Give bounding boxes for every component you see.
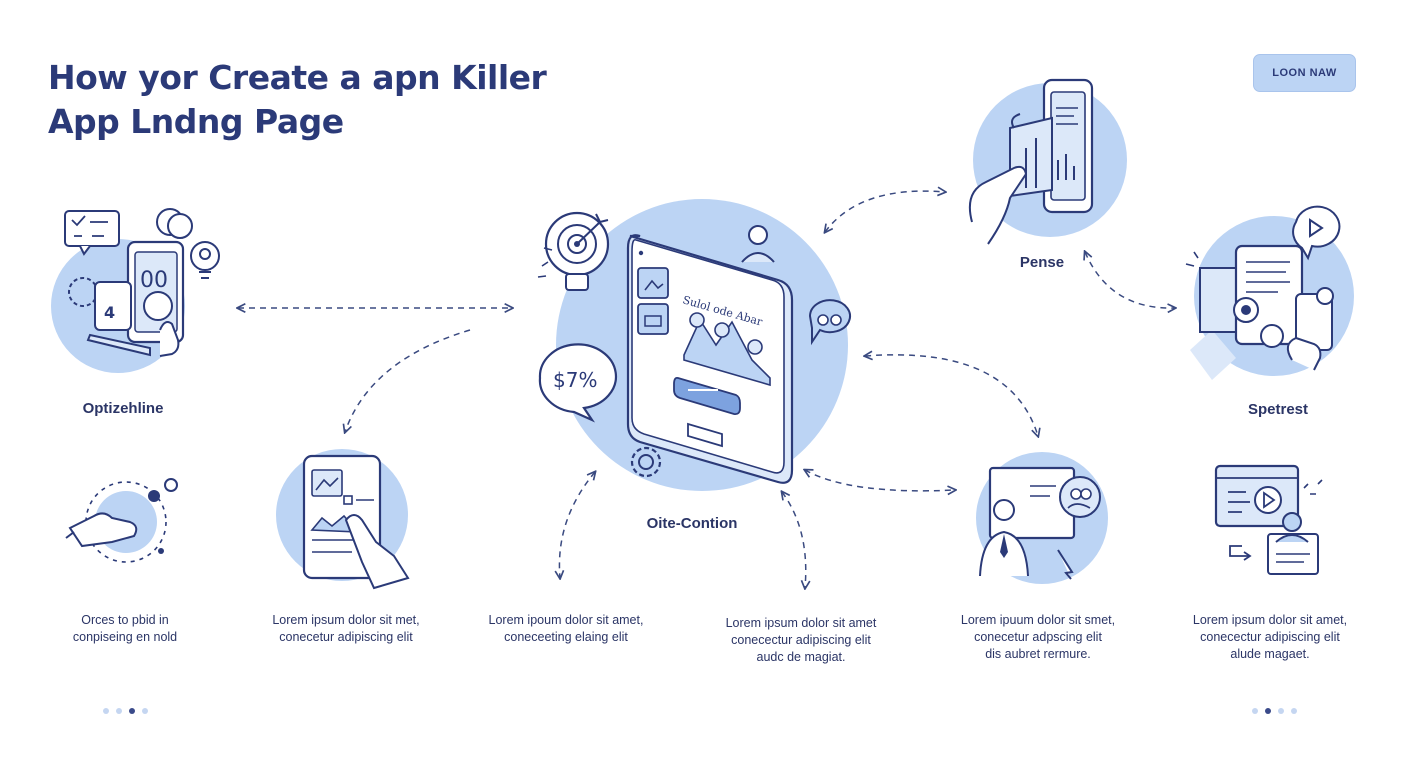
left-device-badge: 4 xyxy=(104,303,115,322)
description-1-line-2: conpiseing en nold xyxy=(72,630,178,644)
price-bubble-text: $7% xyxy=(553,368,597,392)
description-5-line-1: Lorem ipuum dolor sit smet, xyxy=(960,613,1116,627)
video-illustration xyxy=(1214,464,1323,575)
description-2-line-2: conecetur adipiscing elit xyxy=(279,630,413,644)
cta-button[interactable]: LOON NAW xyxy=(1253,54,1356,92)
description-3: Lorem ipoum dolor sit amet, coneceeting … xyxy=(476,612,656,646)
description-4-line-2: conecectur adipiscing elit xyxy=(731,633,871,647)
page-dot[interactable] xyxy=(1252,708,1258,714)
description-2-line-1: Lorem ipsum dolor sit met, xyxy=(272,613,420,627)
page-dot[interactable] xyxy=(142,708,148,714)
description-2: Lorem ipsum dolor sit met, conecetur adi… xyxy=(256,612,436,646)
gears-illustration xyxy=(65,478,178,563)
title-line-2: App Lndng Page xyxy=(48,102,344,141)
page-dot[interactable] xyxy=(1291,708,1297,714)
page-dot[interactable] xyxy=(116,708,122,714)
presenter-illustration xyxy=(976,452,1108,584)
description-6-line-2: conecectur adipiscing elit xyxy=(1200,630,1340,644)
connectors xyxy=(238,191,1175,588)
description-5: Lorem ipuum dolor sit smet, conecetur ad… xyxy=(948,612,1128,663)
page-title: How yor Create a apn Killer App Lndng Pa… xyxy=(48,56,648,144)
spetrest-illustration xyxy=(1185,205,1354,380)
left-device-screen-text: 00 xyxy=(140,268,168,293)
central-illustration: Sulol ode Abar $7% xyxy=(537,199,851,491)
description-1-line-1: Orces to pbid in xyxy=(81,613,169,627)
description-4-line-1: Lorem ipsum dolor sit amet xyxy=(725,616,877,630)
description-3-line-1: Lorem ipoum dolor sit amet, xyxy=(488,613,644,627)
page-dot[interactable] xyxy=(1265,708,1271,714)
node-label-optimize: Optizehline xyxy=(82,400,164,417)
connector-center-bottom xyxy=(782,492,806,588)
description-5-line-3: dis aubret rermure. xyxy=(985,647,1091,661)
connector-center-bottom-left xyxy=(559,472,595,578)
tablet-illustration xyxy=(276,449,410,590)
connector-center-right xyxy=(865,355,1038,436)
optimize-illustration: 00 4 xyxy=(51,208,220,373)
description-4: Lorem ipsum dolor sit amet conecectur ad… xyxy=(706,615,896,666)
page-dot[interactable] xyxy=(1278,708,1284,714)
description-3-line-2: coneceeting elaing elit xyxy=(504,630,628,644)
connector-center-bottom-right xyxy=(805,470,955,491)
description-4-line-3: audc de magiat. xyxy=(756,650,846,664)
description-6-line-3: alude magaet. xyxy=(1230,647,1310,661)
connector-pense-spetrest xyxy=(1085,252,1175,308)
node-label-pense: Pense xyxy=(1019,254,1065,271)
title-line-1: How yor Create a apn Killer xyxy=(48,58,547,97)
pagination-left xyxy=(103,708,148,714)
connector-center-pense xyxy=(825,191,945,232)
node-label-central: Oite-Contion xyxy=(646,515,738,532)
pagination-right xyxy=(1252,708,1297,714)
page-dot[interactable] xyxy=(129,708,135,714)
description-6: Lorem ipsum dolor sit amet, conecectur a… xyxy=(1175,612,1365,663)
connector-center-down-left xyxy=(345,329,471,432)
pense-illustration xyxy=(968,78,1127,245)
node-label-spetrest: Spetrest xyxy=(1247,401,1309,418)
description-5-line-2: conecetur adpscing elit xyxy=(974,630,1102,644)
description-6-line-1: Lorem ipsum dolor sit amet, xyxy=(1192,613,1348,627)
description-1: Orces to pbid in conpiseing en nold xyxy=(40,612,210,646)
page-dot[interactable] xyxy=(103,708,109,714)
